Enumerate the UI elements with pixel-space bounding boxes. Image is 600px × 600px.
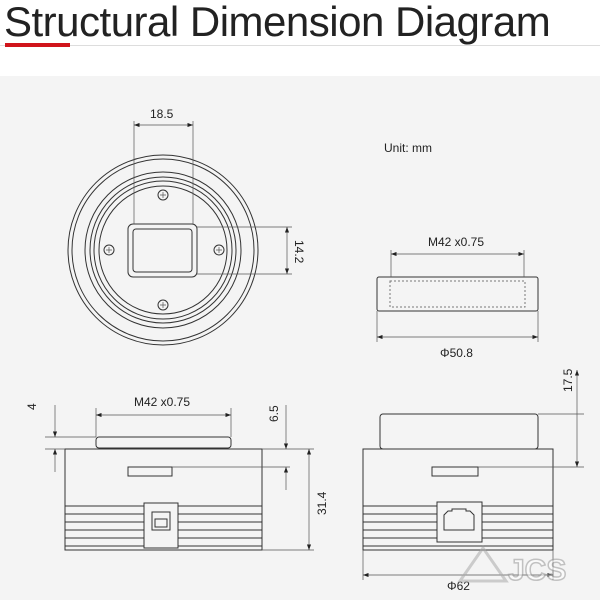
adapter-side-view: M42 x0.75 Φ50.8 <box>376 235 539 360</box>
screw-icon <box>157 299 169 311</box>
step-dimension: 4 <box>25 403 39 410</box>
camera-side-view-right: Φ62 17.5 <box>362 368 584 593</box>
height-dimension: 14.2 <box>292 240 306 264</box>
diameter-dimension: Φ50.8 <box>440 346 473 360</box>
svg-text:JCS: JCS <box>508 554 566 587</box>
offset-dimension: 6.5 <box>267 405 281 422</box>
screw-icon <box>157 189 169 201</box>
height-dimension: 17.5 <box>561 368 575 392</box>
height-dimension: 31.4 <box>315 491 329 515</box>
thread-dimension: M42 x0.75 <box>134 395 190 409</box>
front-view: 18.5 14.2 <box>67 107 306 346</box>
page-title: Structural Dimension Diagram <box>4 0 551 45</box>
unit-label: Unit: mm <box>384 141 432 155</box>
camera-side-view-left: M42 x0.75 4 6.5 31.4 <box>25 395 329 551</box>
screw-icon <box>213 244 225 256</box>
jcs-logo: JCS <box>457 545 567 588</box>
thread-dimension: M42 x0.75 <box>428 235 484 249</box>
screw-icon <box>103 244 115 256</box>
title-divider <box>0 45 600 46</box>
width-dimension: 18.5 <box>150 107 174 121</box>
title-accent-bar <box>5 43 70 47</box>
power-port-icon <box>143 502 179 549</box>
